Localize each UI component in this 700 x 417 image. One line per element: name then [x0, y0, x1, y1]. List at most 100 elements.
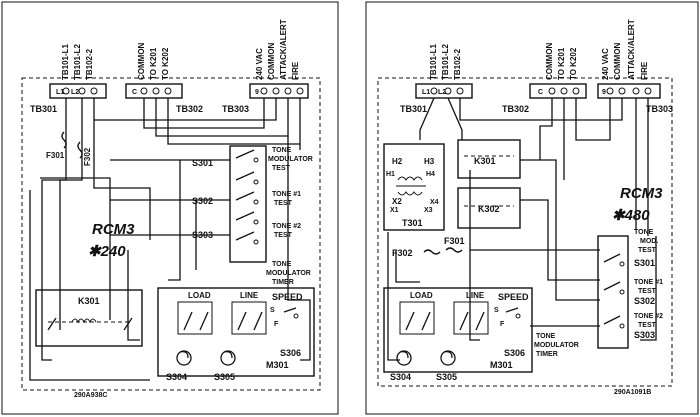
left-timer-line3: TIMER [272, 279, 294, 286]
left-tb302-label: TB302 [176, 104, 203, 114]
right-s-label: S [494, 307, 499, 314]
right-h1: H1 [386, 171, 395, 178]
left-label-common-2: COMMON [267, 42, 276, 80]
left-test3-line1: TONE #2 [272, 223, 301, 230]
left-f301-label: F301 [46, 151, 65, 160]
right-term-l2: L2 [438, 89, 446, 96]
right-tb302-block [529, 83, 587, 99]
left-tb301-label: TB301 [30, 104, 57, 114]
left-test1-line3: TEST [272, 165, 291, 172]
left-tb301-block [49, 83, 107, 99]
right-transformer-box [383, 143, 445, 231]
left-line-label: LINE [240, 291, 259, 300]
right-test3-line1: TONE #2 [634, 313, 663, 320]
right-x2: X2 [392, 197, 402, 206]
left-timer-line1: TONE [272, 261, 292, 268]
right-k302-label: K302 [478, 204, 500, 214]
right-tb303-label: TB303 [646, 104, 673, 114]
left-label-attack-alert: ATTACK/ALERT [279, 19, 288, 80]
left-s302-label: S302 [192, 196, 213, 206]
left-timer-box [157, 287, 315, 377]
right-f301-label: F301 [444, 236, 465, 246]
left-relay-k301-box [35, 289, 143, 347]
right-model-line2: ✱480 [612, 207, 650, 224]
right-wiring [387, 97, 657, 361]
right-part-number: 290A1091B [614, 389, 651, 396]
right-relay-k302-box [457, 187, 521, 229]
right-f302-label: F302 [392, 248, 413, 258]
right-h2: H2 [392, 157, 403, 166]
right-timer-line3: TIMER [536, 351, 558, 358]
left-switch-contacts [235, 149, 259, 245]
right-h3: H3 [424, 157, 435, 166]
right-panel-frame [365, 1, 699, 415]
right-switch-contacts [603, 253, 625, 329]
right-cam-s304 [396, 350, 412, 366]
left-test1-line1: TONE [272, 147, 292, 154]
right-s303-label: S303 [634, 330, 655, 340]
right-test2-line2: TEST [638, 288, 657, 295]
left-s-label: S [270, 307, 275, 314]
left-model-line2: ✱240 [88, 243, 126, 260]
left-s301-label: S301 [192, 158, 213, 168]
right-tb303-block [597, 83, 661, 99]
right-terminal-screws [430, 87, 652, 95]
right-timer-line2: MODULATOR [534, 342, 579, 349]
left-part-number: 290A938C [74, 392, 107, 399]
left-label-to-k202: TO K202 [161, 47, 170, 80]
right-fuse-f301 [445, 247, 463, 253]
right-label-to-k201: TO K201 [557, 47, 566, 80]
right-x4: X4 [430, 199, 439, 206]
right-test3-line2: TEST [638, 322, 657, 329]
right-test1-line2: MOD. [640, 238, 658, 245]
right-tb301-label: TB301 [400, 104, 427, 114]
right-s304-label: S304 [390, 372, 411, 382]
right-label-tb101-l2: TB101-L2 [441, 43, 450, 80]
right-test2-line1: TONE #1 [634, 279, 663, 286]
right-label-240vac: 240 VAC [601, 48, 610, 80]
left-label-tb101-l2: TB101-L2 [73, 43, 82, 80]
right-label-common-2: COMMON [613, 42, 622, 80]
left-test1-line2: MODULATOR [268, 156, 313, 163]
left-test2-line2: TEST [274, 200, 293, 207]
left-term-9: 9 [255, 89, 259, 96]
right-line-label: LINE [466, 291, 485, 300]
left-wiring [29, 98, 311, 381]
right-x1: X1 [390, 207, 399, 214]
left-enclosure [21, 77, 321, 391]
right-test1-line1: TONE [634, 229, 654, 236]
right-s306-label: S306 [504, 348, 525, 358]
right-s305-label: S305 [436, 372, 457, 382]
left-diagram: TB101-L1 TB101-L2 TB102-2 COMMON TO K201… [21, 19, 321, 399]
right-load-label: LOAD [410, 291, 433, 300]
right-term-c: C [538, 89, 543, 96]
left-cam-s305 [220, 350, 236, 366]
left-f-label: F [274, 321, 279, 328]
right-tb301-block [415, 83, 473, 99]
left-label-fire: FIRE [291, 61, 300, 80]
left-tb302-block [125, 83, 183, 99]
right-timer-line1: TONE [536, 333, 556, 340]
left-test3-line2: TEST [274, 232, 293, 239]
left-timer-line2: MODULATOR [266, 270, 311, 277]
left-s304-label: S304 [166, 372, 187, 382]
right-label-attack-alert: ATTACK/ALERT [627, 19, 636, 80]
left-s306-label: S306 [280, 348, 301, 358]
right-speed-label: SPEED [498, 292, 529, 302]
left-cam-s304 [176, 350, 192, 366]
left-test-switch-box [229, 145, 267, 263]
left-label-common-1: COMMON [137, 42, 146, 80]
right-s301-label: S301 [634, 258, 655, 268]
right-label-tb102-2: TB102-2 [453, 48, 462, 80]
right-k301-label: K301 [474, 156, 496, 166]
right-fuse-f302 [423, 249, 441, 255]
right-transformer-coils [397, 176, 423, 196]
left-label-tb102-2: TB102-2 [85, 48, 94, 80]
right-term-l1: L1 [422, 89, 430, 96]
left-panel-frame [1, 1, 339, 415]
left-fuse-f302 [77, 141, 83, 159]
right-relay-k301-box [457, 139, 521, 179]
right-f-label: F [500, 321, 505, 328]
